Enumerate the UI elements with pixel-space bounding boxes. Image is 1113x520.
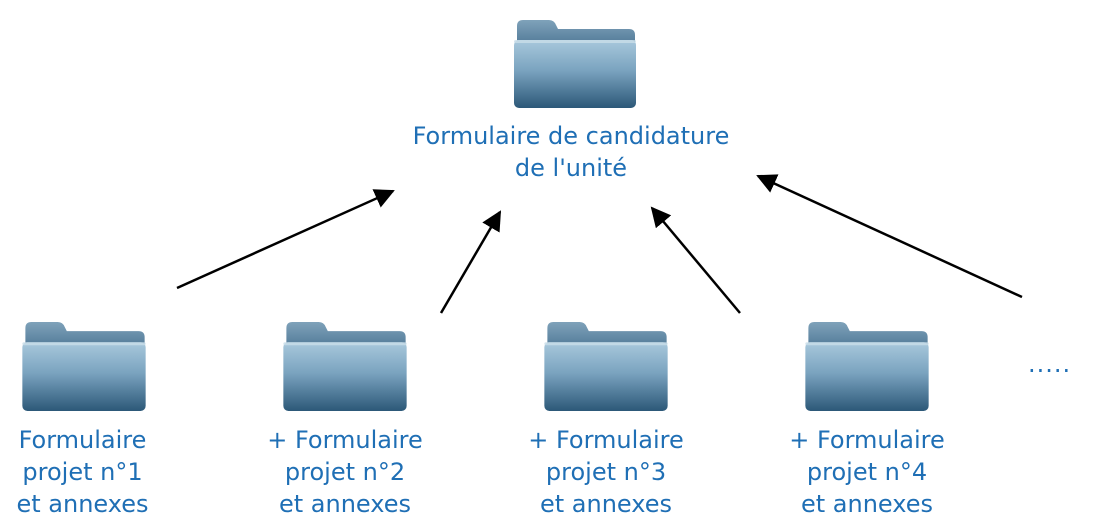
child-3-folder-icon: [544, 322, 668, 411]
more-items-ellipsis: .....: [1028, 350, 1072, 378]
child-1-line-3: et annexes: [16, 490, 149, 518]
child-4-label: + Formulaire projet n°4 et annexes: [772, 424, 962, 520]
root-label-line-1: Formulaire de candidature: [412, 122, 730, 150]
root-folder-icon: [514, 20, 636, 108]
child-4-folder-icon: [805, 322, 929, 411]
child-1-line-1: Formulaire: [18, 426, 147, 454]
child-1-line-2: projet n°1: [22, 458, 143, 486]
root-label-line-2: de l'unité: [514, 154, 628, 182]
child-2-folder-icon: [283, 322, 407, 411]
arrow-child-3: [650, 206, 741, 314]
child-3-label: + Formulaire projet n°3 et annexes: [511, 424, 701, 520]
child-2-line-3: et annexes: [278, 490, 411, 518]
child-3-line-2: projet n°3: [545, 458, 667, 486]
arrow-child-2: [439, 210, 502, 314]
child-2-label: + Formulaire projet n°2 et annexes: [250, 424, 440, 520]
root-folder-label: Formulaire de candidature de l'unité: [376, 120, 766, 184]
arrow-child-4: [756, 174, 1023, 299]
child-3-line-3: et annexes: [539, 490, 672, 518]
child-2-line-2: projet n°2: [284, 458, 406, 486]
child-2-line-1: + Formulaire: [267, 426, 423, 454]
child-3-line-1: + Formulaire: [528, 426, 684, 454]
child-1-folder-icon: [22, 322, 146, 411]
child-4-line-3: et annexes: [800, 490, 933, 518]
child-4-line-2: projet n°4: [806, 458, 928, 486]
arrow-child-1: [176, 189, 395, 290]
child-4-line-1: + Formulaire: [789, 426, 945, 454]
child-1-label: Formulaire projet n°1 et annexes: [0, 424, 165, 520]
